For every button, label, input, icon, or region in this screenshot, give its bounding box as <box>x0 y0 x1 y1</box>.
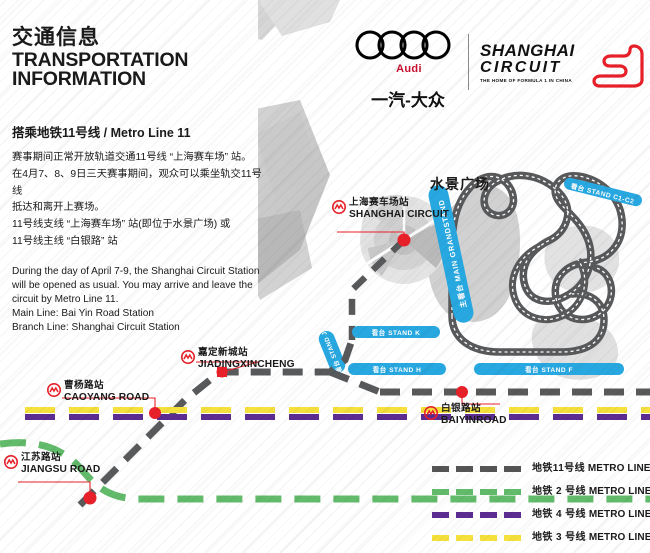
station-name-cn: 江苏路站 <box>21 452 61 463</box>
page-title-cn: 交通信息 <box>12 26 100 49</box>
dot-baiyin-road <box>456 386 468 398</box>
circuit-name-line1: SHANGHAI <box>480 41 575 60</box>
metro-logo-icon <box>424 406 438 420</box>
body-en-line-5: Branch Line: Shanghai Circuit Station <box>12 321 180 333</box>
water-plaza-label: 水景广场 <box>430 176 490 192</box>
audi-logo: Audi <box>354 30 464 75</box>
legend-swatch <box>432 512 522 518</box>
station-name-cn: 上海赛车场站 <box>349 197 409 208</box>
body-cn-line-2: 在4月7、8、9日三天赛事期间，观众可以乘坐轨交11号线 <box>12 168 262 197</box>
station-name-en: JIANGSU ROAD <box>21 463 101 475</box>
station-name-en: CAOYANG ROAD <box>64 391 150 403</box>
legend-label-en: METRO LINE 11 <box>587 463 650 474</box>
audi-wordmark: Audi <box>396 63 422 75</box>
legend-label-cn: 地铁 3 号线 <box>532 532 586 543</box>
metro-line-2-path <box>0 439 650 503</box>
body-en-line-4: Main Line: Bai Yin Road Station <box>12 308 154 320</box>
station-name-en: SHANGHAI CIRCUIT <box>349 208 450 220</box>
legend-swatch <box>432 489 522 495</box>
dot-shanghai-circuit <box>397 233 411 247</box>
station-name-cn: 曹杨路站 <box>64 380 104 391</box>
page-title-en-line2: INFORMATION <box>12 68 146 91</box>
legend-label-cn: 地铁 2 号线 <box>532 486 586 497</box>
station-name-en: BAIYINROAD <box>441 414 507 426</box>
body-text-en: During the day of April 7-9, the Shangha… <box>12 265 272 335</box>
legend-label-en: METRO LINE 4 <box>588 509 650 520</box>
station-name-cn: 白银路站 <box>441 403 481 414</box>
body-en-line-3: circuit by Metro Line 11. <box>12 294 119 306</box>
transportation-info-text: 交通信息 TRANSPORTATION INFORMATION 搭乘地铁11号线… <box>12 26 272 335</box>
metro-logo-icon <box>47 383 61 397</box>
race-circuit-track <box>447 171 626 356</box>
station-name-en: JIADINGXINCHENG <box>198 358 295 370</box>
legend-label-en: METRO LINE 3 <box>588 532 650 543</box>
grandstand-c1-c2: 看台 STAND C1-C2 <box>564 177 642 207</box>
circuit-tagline: THE HOME OF FORMULA 1 IN CHINA <box>480 78 572 84</box>
metro-logo-icon <box>181 350 195 364</box>
circuit-name-line2: CIRCUIT <box>480 59 562 76</box>
shanghai-circuit-wordmark: SHANGHAI CIRCUIT THE HOME OF FORMULA 1 I… <box>480 42 585 83</box>
body-text-cn: 赛事期间正常开放轨道交通11号线 “上海赛车场” 站。 在4月7、8、9日三天赛… <box>12 150 272 250</box>
body-cn-line-3: 抵达和离开上赛场。 <box>12 202 105 214</box>
grandstand-h: 看台 STAND H <box>348 363 446 375</box>
circuit-outline-icon <box>592 44 644 88</box>
body-en-line-2: will be opened as usual. You may arrive … <box>12 280 253 292</box>
grandstand-k: 看台 STAND K <box>352 326 440 338</box>
dot-caoyang-road <box>149 407 161 419</box>
legend-label-cn: 地铁11号线 <box>532 463 585 474</box>
text-panel-background <box>0 0 258 300</box>
grandstand-h-label: 看台 STAND H <box>373 365 422 374</box>
grandstand-f: 看台 STAND F <box>474 363 624 375</box>
grandstand-f-label: 看台 STAND F <box>525 365 573 374</box>
body-cn-line-4: 11号线支线 “上海赛车场” 站(即位于水景广场) 或 <box>12 218 231 230</box>
metro-logo-icon <box>332 200 346 214</box>
legend-label-cn: 地铁 4 号线 <box>532 509 586 520</box>
page-title-en-line1: TRANSPORTATION <box>12 48 189 71</box>
legend-swatch <box>432 466 522 472</box>
label-leader-lines <box>18 231 500 494</box>
logo-divider <box>468 34 469 90</box>
dot-jiangsu-road <box>83 491 97 505</box>
audi-rings-icon <box>355 30 451 60</box>
faw-volkswagen-wordmark: 一汽-大众 <box>371 91 445 110</box>
logo-bar: Audi 一汽-大众 SHANGHAI CIRCUIT THE HOME OF … <box>340 30 644 130</box>
metro-line-11-path <box>77 338 650 508</box>
grandstand-k-label: 看台 STAND K <box>372 328 421 337</box>
section-subtitle: 搭乘地铁11号线 / Metro Line 11 <box>12 126 191 141</box>
body-cn-line-5: 11号线主线 “白银路” 站 <box>12 235 118 247</box>
station-name-cn: 嘉定新城站 <box>198 347 248 358</box>
body-en-line-1: During the day of April 7-9, the Shangha… <box>12 266 260 278</box>
metro-logo-icon <box>4 455 18 469</box>
legend-label-en: METRO LINE 2 <box>588 486 650 497</box>
race-circuit-inner-loops <box>509 242 589 324</box>
legend-swatch <box>432 535 522 541</box>
body-cn-line-1: 赛事期间正常开放轨道交通11号线 “上海赛车场” 站。 <box>12 152 252 164</box>
